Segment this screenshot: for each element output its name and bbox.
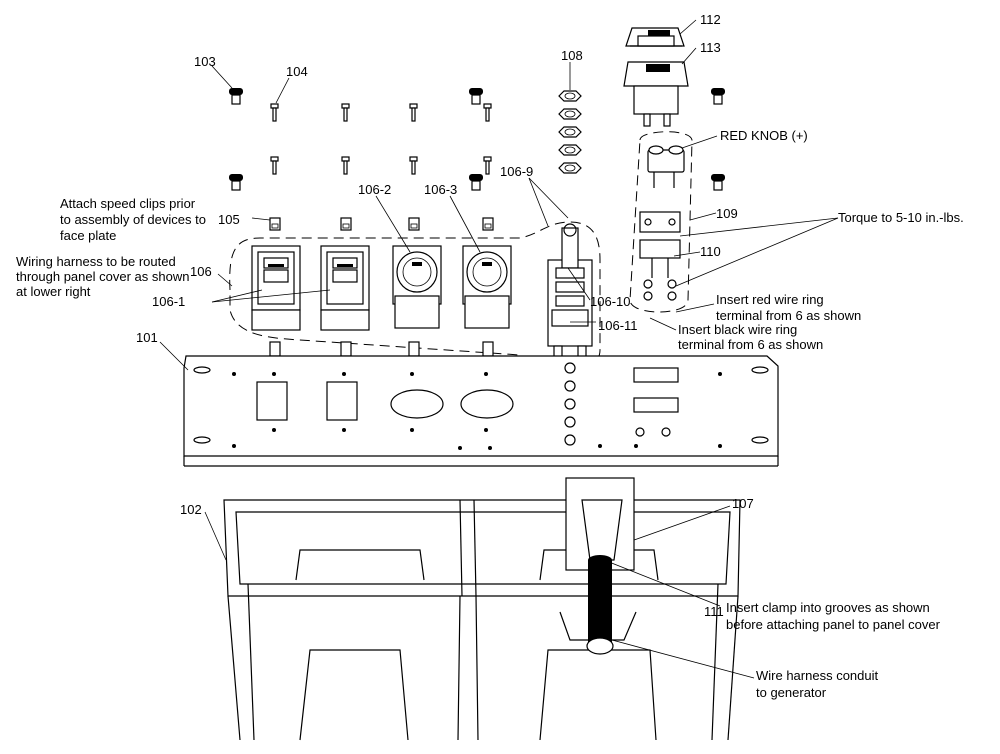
speed-clips-top <box>269 217 494 231</box>
label-103: 103 <box>194 54 216 69</box>
screws-second-row <box>229 156 725 191</box>
label-106-10: 106-10 <box>590 294 630 309</box>
screw <box>469 174 483 191</box>
device-group-outline <box>229 221 601 369</box>
note-red-knob: RED KNOB (+) <box>720 128 808 143</box>
label-106-3: 106-3 <box>424 182 457 197</box>
duplex-outlet-left <box>251 245 301 331</box>
panel-cover <box>223 499 741 741</box>
screw <box>711 174 725 191</box>
wire-harness-conduit <box>586 555 614 655</box>
label-109: 109 <box>716 206 738 221</box>
red-knob-breaker <box>647 145 685 188</box>
face-plate <box>183 355 779 467</box>
label-113: 113 <box>700 40 721 55</box>
label-107: 107 <box>732 496 754 511</box>
screw <box>469 88 483 105</box>
speed-clips-bottom <box>269 341 494 357</box>
label-101: 101 <box>136 330 158 345</box>
note-torque: Torque to 5-10 in.-lbs. <box>838 210 964 225</box>
label-110: 110 <box>700 244 721 259</box>
label-106-2: 106-2 <box>358 182 391 197</box>
label-106-1: 106-1 <box>152 294 185 309</box>
screws-top-row <box>229 88 725 122</box>
label-104: 104 <box>286 64 308 79</box>
screw <box>409 103 418 122</box>
clamp <box>565 477 635 571</box>
twist-lock-receptacle-2 <box>392 245 442 329</box>
rocker-switch-113 <box>623 61 689 127</box>
label-112: 112 <box>700 12 721 27</box>
screw <box>341 156 350 175</box>
label-108: 108 <box>561 48 583 63</box>
screw <box>483 156 492 175</box>
label-106-11: 106-11 <box>598 318 638 333</box>
screw <box>229 88 243 105</box>
screw <box>270 103 279 122</box>
leader-lines <box>159 19 839 679</box>
breaker-terminal-block <box>639 211 681 301</box>
note-conduit: Wire harness conduit to generator <box>756 668 882 700</box>
rocker-switch-112 <box>625 27 685 47</box>
label-111: 111 <box>704 604 724 619</box>
note-wiring-harness: Wiring harness to be routed through pane… <box>16 254 193 299</box>
breaker-group-outline <box>629 131 693 313</box>
duplex-outlet-right <box>320 245 370 331</box>
note-red-wire: Insert red wire ring terminal from 6 as … <box>716 292 861 323</box>
label-106-9: 106-9 <box>500 164 533 179</box>
note-speed-clips: Attach speed clips prior to assembly of … <box>60 196 210 243</box>
label-105: 105 <box>218 212 240 227</box>
note-clamp: Insert clamp into grooves as shown befor… <box>726 600 941 632</box>
screw <box>483 103 492 122</box>
twist-lock-receptacle-3 <box>462 245 512 329</box>
label-102: 102 <box>180 502 202 517</box>
note-black-wire: Insert black wire ring terminal from 6 a… <box>678 322 823 352</box>
nut-stack <box>558 90 582 174</box>
terminal-block <box>547 223 593 361</box>
screw <box>270 156 279 175</box>
screw <box>711 88 725 105</box>
label-106: 106 <box>190 264 212 279</box>
screw <box>229 174 243 191</box>
screw <box>409 156 418 175</box>
screw <box>341 103 350 122</box>
